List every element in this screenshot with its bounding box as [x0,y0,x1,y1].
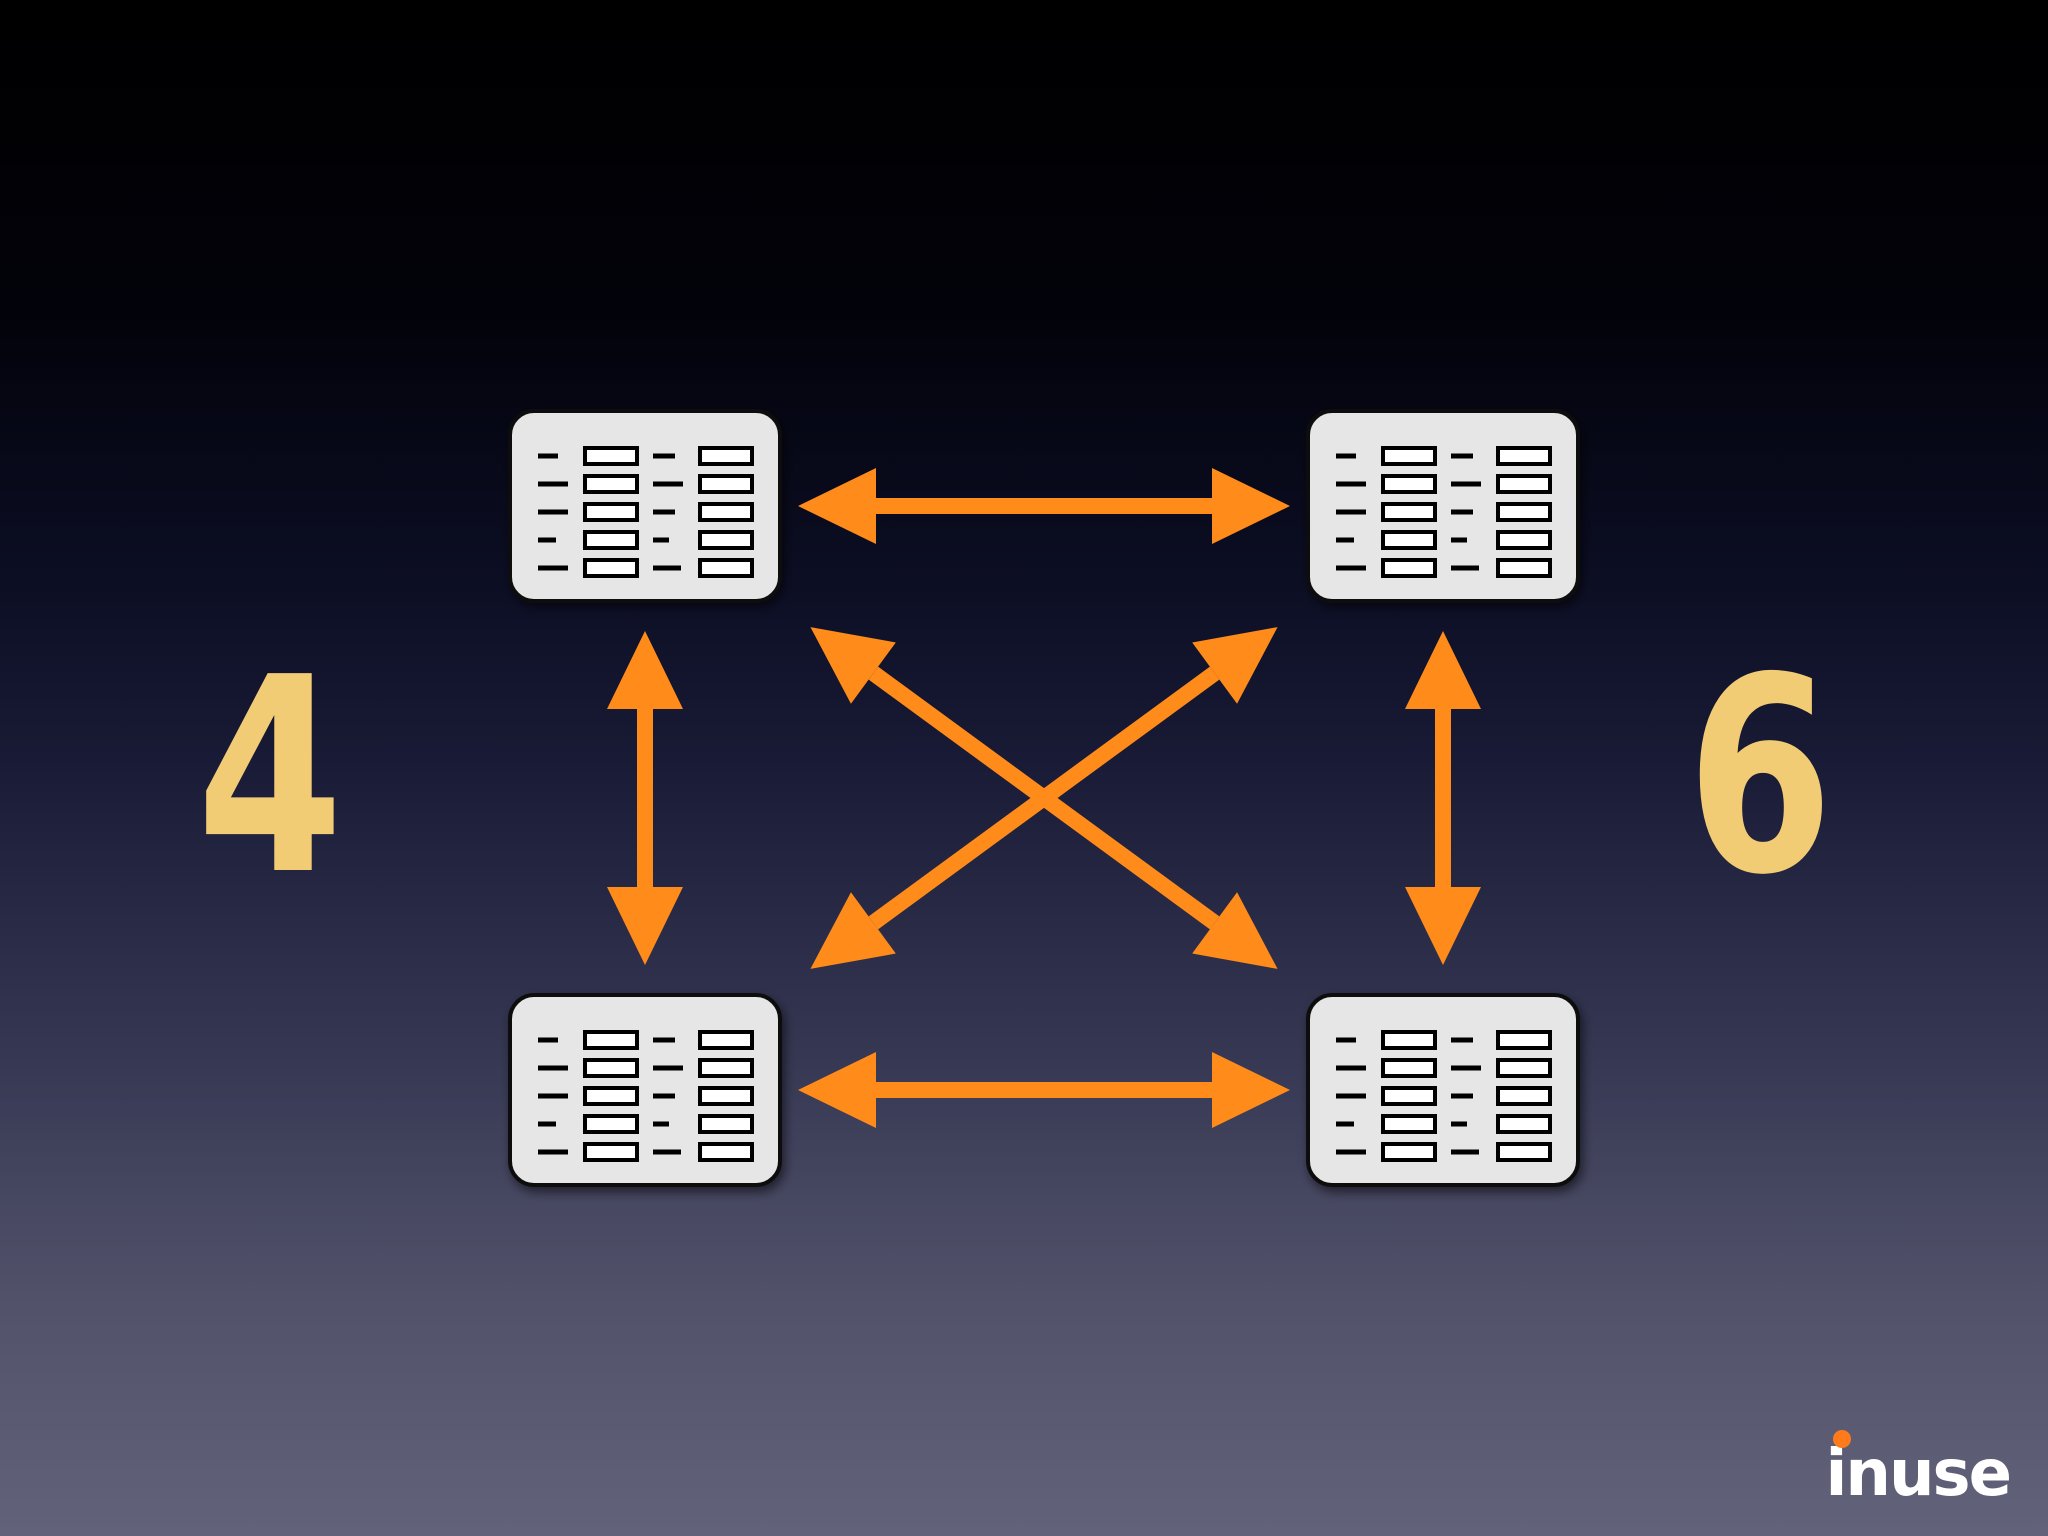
table-node-top-left [508,409,782,603]
logo-dot-icon [1833,1430,1852,1448]
data-table-icon [538,446,754,578]
arrow-head-end [810,892,896,969]
arrow-head-start [798,468,876,544]
arrow-head-start [810,627,896,704]
table-node-bottom-left [508,993,782,1187]
arrow-head-end [607,887,683,965]
table-node-top-right [1306,409,1580,603]
arrow-head-start [1192,627,1278,704]
arrow-head-end [1405,887,1481,965]
arrows-layer [607,468,1481,1128]
data-table-icon [1336,446,1552,578]
double-arrow-top-right-bottom-right [1405,631,1481,965]
double-arrow-top-left-bottom-left [607,631,683,965]
logo-text: inuse [1825,1437,2012,1511]
right-count: 6 [1686,619,1834,934]
data-table-icon [538,1030,754,1162]
double-arrow-top-left-top-right [798,468,1290,544]
arrow-head-end [1192,892,1278,969]
table-node-bottom-right [1306,993,1580,1187]
arrow-shaft [868,666,1220,930]
arrow-head-start [1405,631,1481,709]
arrow-head-start [798,1052,876,1128]
arrow-head-end [1212,468,1290,544]
inuse-logo: inuse [1825,1430,2012,1506]
double-arrow-bottom-left-bottom-right [798,1052,1290,1128]
arrow-head-start [607,631,683,709]
left-count: 4 [196,619,344,934]
double-arrow-top-right-bottom-left [810,627,1278,969]
data-table-icon [1336,1030,1552,1162]
arrow-head-end [1212,1052,1290,1128]
nodes-layer [508,409,1580,1187]
